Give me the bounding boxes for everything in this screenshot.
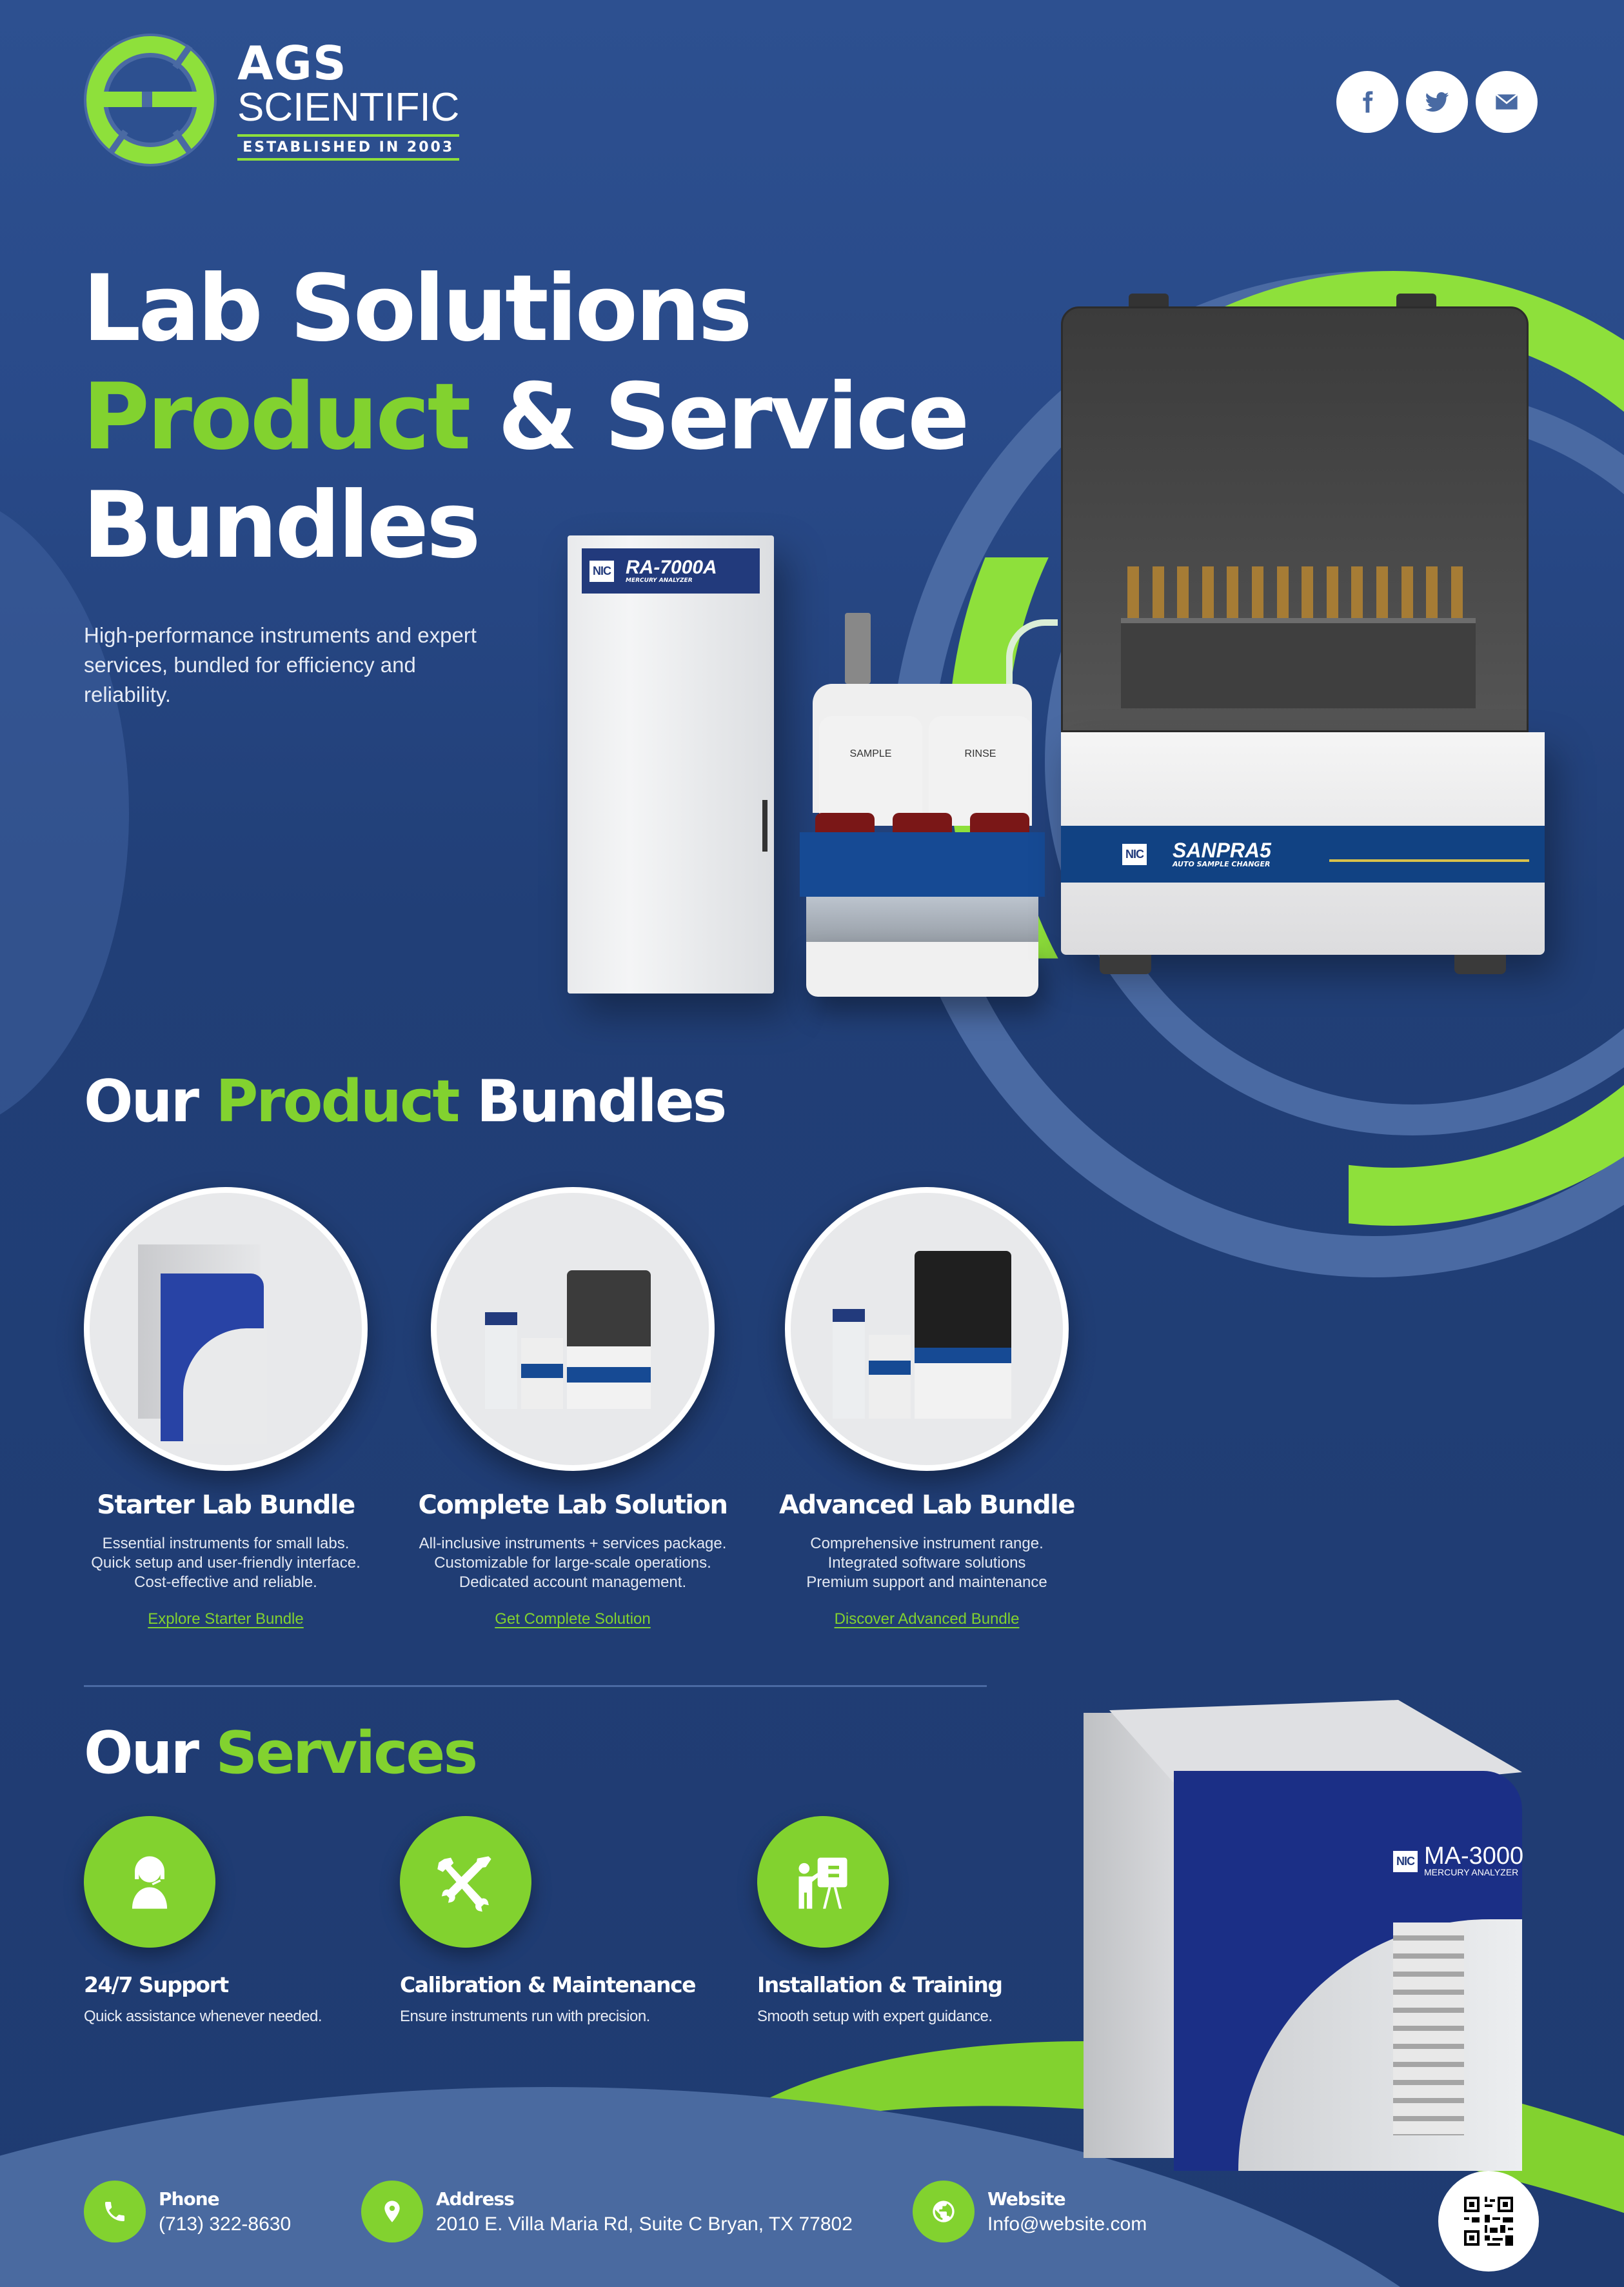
- sanpra-tray: [1121, 618, 1476, 708]
- bundle-card-starter: Starter Lab Bundle Essential instruments…: [64, 1187, 387, 1628]
- twitter-button[interactable]: [1406, 71, 1468, 133]
- facebook-button[interactable]: [1336, 71, 1398, 133]
- ra7000-model: RA-7000A: [626, 557, 717, 578]
- ma3000-subtitle: MERCURY ANALYZER: [1424, 1867, 1519, 1877]
- bundle-description: All-inclusive instruments + services pac…: [419, 1535, 727, 1591]
- presentation-icon: [798, 1857, 847, 1909]
- ra7000-handle: [762, 800, 767, 852]
- sample-vials: [1127, 566, 1463, 618]
- gold-accent-line: [1329, 859, 1529, 862]
- bundle-image-advanced: [785, 1187, 1069, 1471]
- service-support: 24/7 Support Quick assistance whenever n…: [84, 1816, 322, 2026]
- bundle-description: Comprehensive instrument range. Integrat…: [806, 1535, 1047, 1591]
- contact-label: Address: [436, 2188, 515, 2210]
- service-description: Smooth setup with expert guidance.: [757, 2008, 993, 2025]
- service-title: Installation & Training: [757, 1972, 1003, 1997]
- sanpra-sample-changer-image: NIC SANPRA5 AUTO SAMPLE CHANGER: [1061, 294, 1545, 990]
- sanpra-stripe: NIC SANPRA5 AUTO SAMPLE CHANGER: [1061, 826, 1545, 883]
- contact-phone[interactable]: Phone (713) 322-8630: [84, 2181, 291, 2242]
- sampler-base: [806, 942, 1038, 997]
- hero-subtitle: High-performance instruments and expert …: [84, 623, 477, 706]
- bundle-description: Essential instruments for small labs. Qu…: [91, 1535, 361, 1591]
- facebook-icon: [1363, 91, 1373, 113]
- social-links: [1336, 71, 1538, 133]
- email-button[interactable]: [1476, 71, 1538, 133]
- ra7000-label: NIC RA-7000A MERCURY ANALYZER: [582, 548, 760, 594]
- website-value: Info@website.com: [987, 2213, 1147, 2235]
- logo-mark-icon: [83, 32, 218, 168]
- brand-logo[interactable]: AGS SCIENTIFIC ESTABLISHED IN 2003: [83, 32, 460, 168]
- service-description: Quick assistance whenever needed.: [84, 2008, 322, 2025]
- sampler-tube: [1006, 619, 1058, 710]
- services-section-title: Our Services: [84, 1719, 478, 1787]
- hero-title-line-1: Lab Solutions: [83, 255, 753, 362]
- bundle-title: Complete Lab Solution: [418, 1490, 728, 1520]
- bundles-section-title: Our Product Bundles: [84, 1068, 727, 1135]
- ma3000-model: MA-3000: [1424, 1843, 1524, 1870]
- contact-label: Phone: [159, 2188, 220, 2210]
- contact-address[interactable]: Address 2010 E. Villa Maria Rd, Suite C …: [361, 2181, 853, 2242]
- hero-title-highlight: Product: [83, 364, 471, 470]
- nic-logo: NIC: [589, 560, 614, 582]
- discover-advanced-bundle-link[interactable]: Discover Advanced Bundle: [834, 1610, 1020, 1628]
- brand-name: AGS: [237, 35, 347, 90]
- qr-code-icon: [1461, 2194, 1516, 2248]
- address-value: 2010 E. Villa Maria Rd, Suite C Bryan, T…: [436, 2213, 853, 2235]
- service-title: Calibration & Maintenance: [400, 1972, 697, 1997]
- sanpra-hood: [1061, 306, 1529, 732]
- sample-bottle: SAMPLE: [819, 716, 922, 826]
- ra7000-analyzer-image: NIC RA-7000A MERCURY ANALYZER: [568, 535, 774, 994]
- sanpra-body: NIC SANPRA5 AUTO SAMPLE CHANGER: [1061, 732, 1545, 955]
- sampler-probe: [845, 613, 871, 684]
- get-complete-solution-link[interactable]: Get Complete Solution: [495, 1610, 651, 1628]
- background-arc-left: [0, 490, 129, 1135]
- sampler-band: [800, 832, 1045, 897]
- hero-title: Lab Solutions Product & Service Bundles: [83, 255, 970, 580]
- brand-tagline: ESTABLISHED IN 2003: [237, 134, 460, 161]
- service-title: 24/7 Support: [84, 1972, 229, 1997]
- ma3000-side: [1084, 1713, 1174, 2158]
- ma3000-label: NIC MA-3000 MERCURY ANALYZER: [1393, 1843, 1524, 1877]
- bundle-image-complete: [431, 1187, 715, 1471]
- qr-code[interactable]: [1438, 2171, 1539, 2272]
- bundle-title: Starter Lab Bundle: [97, 1490, 355, 1520]
- hero-title-line-2: Product & Service: [83, 363, 970, 472]
- sanpra-subtitle: AUTO SAMPLE CHANGER: [1173, 859, 1271, 868]
- bundle-image-starter: [84, 1187, 368, 1471]
- rinse-bottle: RINSE: [929, 716, 1032, 826]
- service-installation: Installation & Training Smooth setup wit…: [757, 1816, 1003, 2026]
- hero-title-line-3: Bundles: [83, 472, 481, 579]
- ra7000-subtitle: MERCURY ANALYZER: [626, 577, 693, 584]
- sample-bottle-unit-image: SAMPLE RINSE: [800, 606, 1058, 997]
- contact-label: Website: [987, 2188, 1066, 2210]
- service-description: Ensure instruments run with precision.: [400, 2008, 650, 2025]
- section-divider: [84, 1685, 987, 1687]
- bundle-title: Advanced Lab Bundle: [779, 1490, 1075, 1520]
- bundle-card-complete: Complete Lab Solution All-inclusive inst…: [411, 1187, 734, 1628]
- map-pin-icon: [384, 2201, 400, 2222]
- explore-starter-bundle-link[interactable]: Explore Starter Bundle: [148, 1610, 304, 1628]
- globe-icon: [933, 2201, 955, 2222]
- nic-logo: NIC: [1393, 1850, 1418, 1872]
- hero-title-line-2-rest: & Service: [468, 364, 970, 470]
- sanpra-model: SANPRA5: [1173, 838, 1271, 862]
- ma3000-sample-rack: [1393, 1922, 1464, 2135]
- tools-icon: [437, 1856, 491, 1912]
- headset-icon: [132, 1856, 168, 1909]
- service-calibration: Calibration & Maintenance Ensure instrum…: [400, 1816, 697, 2026]
- phone-icon: [105, 2202, 124, 2221]
- contact-website[interactable]: Website Info@website.com: [913, 2181, 1147, 2242]
- envelope-icon: [1495, 94, 1518, 110]
- brand-name-secondary: SCIENTIFIC: [237, 85, 460, 130]
- phone-number: (713) 322-8630: [159, 2213, 292, 2235]
- bundle-card-advanced: Advanced Lab Bundle Comprehensive instru…: [766, 1187, 1088, 1628]
- ma3000-analyzer-image: NIC MA-3000 MERCURY ANALYZER: [1084, 1700, 1535, 2171]
- nic-logo: NIC: [1122, 843, 1147, 865]
- twitter-icon: [1425, 92, 1449, 112]
